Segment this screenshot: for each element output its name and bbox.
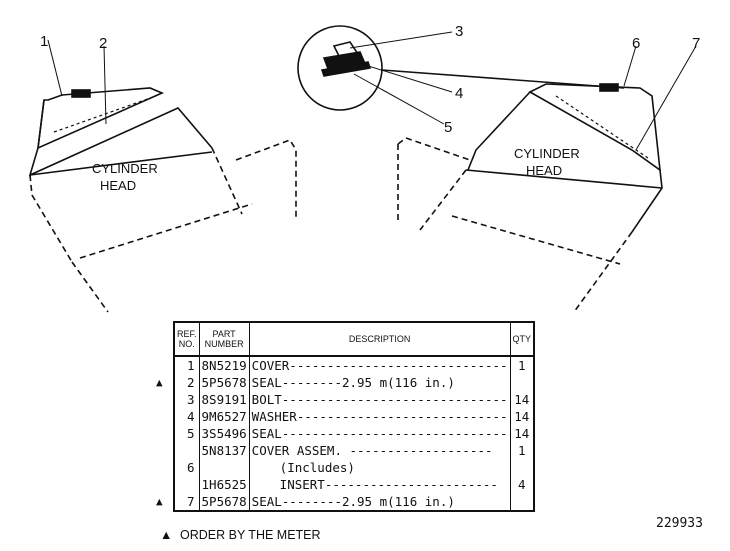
table-row: 4 9M6527 WASHER-------------------------… bbox=[174, 408, 534, 425]
row-qty bbox=[510, 374, 534, 391]
header-part-number: PART NUMBER bbox=[198, 321, 250, 357]
header-description: DESCRIPTION bbox=[248, 321, 511, 357]
row-ref: 5 bbox=[174, 425, 200, 442]
callout-4: 4 bbox=[455, 85, 463, 102]
row-ref: ▲7 bbox=[156, 493, 200, 511]
row-part-number: 5P5678 bbox=[199, 374, 250, 391]
callout-5: 5 bbox=[444, 119, 452, 136]
row-part-number: 8N5219 bbox=[199, 356, 250, 374]
row-qty: 1 bbox=[518, 443, 526, 458]
table-row: 3 8S9191 BOLT---------------------------… bbox=[174, 391, 534, 408]
table-row: ▲2 5P5678 SEAL--------2.95 m(116 in.) bbox=[156, 374, 534, 391]
row-description: SEAL------------------------------ bbox=[249, 425, 511, 442]
row-part-number: 3S5496 bbox=[199, 425, 250, 442]
callout-2: 2 bbox=[99, 35, 107, 52]
row-qty: 14 bbox=[514, 392, 530, 407]
row-qty: 14 bbox=[514, 426, 530, 441]
row-qty: 14 bbox=[514, 409, 530, 424]
row-description: COVER ASSEM. ------------------- bbox=[249, 442, 511, 459]
row-part-number: 5N8137 bbox=[199, 442, 250, 459]
order-by-meter-symbol: ▲ bbox=[160, 528, 173, 542]
table-row: 1 8N5219 COVER--------------------------… bbox=[174, 356, 534, 374]
table-row: ▲7 5P5678 SEAL--------2.95 m(116 in.) bbox=[156, 493, 534, 511]
header-qty: QTY bbox=[509, 321, 535, 357]
row-description: (Includes) bbox=[249, 459, 511, 476]
callout-7: 7 bbox=[692, 35, 700, 52]
callout-3: 3 bbox=[455, 23, 463, 40]
row-ref: 1 bbox=[174, 356, 200, 374]
row-description: SEAL--------2.95 m(116 in.) bbox=[249, 493, 511, 511]
row-qty bbox=[510, 493, 534, 511]
order-by-meter-marker: ▲ bbox=[156, 376, 163, 389]
table-header: REF. NO. PART NUMBER DESCRIPTION QTY bbox=[173, 321, 535, 357]
left-head-label-line2: HEAD bbox=[100, 178, 136, 193]
footnote: ▲ ORDER BY THE METER bbox=[160, 528, 321, 542]
parts-table: REF. NO. PART NUMBER DESCRIPTION QTY 1 8… bbox=[156, 321, 536, 512]
left-valve-cover bbox=[37, 87, 165, 150]
table-row: 6 (Includes) bbox=[174, 459, 534, 476]
detail-circle bbox=[297, 25, 383, 111]
row-description: COVER----------------------------- bbox=[249, 356, 511, 374]
right-head-label-line2: HEAD bbox=[526, 163, 562, 178]
row-part-number: 1H6525 bbox=[199, 476, 250, 493]
table-row: 5N8137 COVER ASSEM. ------------------- … bbox=[174, 442, 534, 459]
drawing-number: 229933 bbox=[656, 516, 703, 531]
callout-6: 6 bbox=[632, 35, 640, 52]
left-head-label-line1: CYLINDER bbox=[92, 161, 158, 176]
row-ref bbox=[174, 442, 200, 459]
right-head-label-line1: CYLINDER bbox=[514, 146, 580, 161]
row-ref: 4 bbox=[174, 408, 200, 425]
exploded-diagram: 1 2 3 4 5 6 7 CYLINDER HEAD CYLINDER HEA… bbox=[28, 23, 700, 313]
right-valve-cover bbox=[528, 83, 661, 172]
row-description: WASHER---------------------------- bbox=[249, 408, 511, 425]
row-ref: 6 bbox=[174, 459, 200, 476]
row-part-number bbox=[199, 459, 250, 476]
right-cylinder-head bbox=[467, 91, 531, 171]
row-qty bbox=[510, 459, 534, 476]
row-description: SEAL--------2.95 m(116 in.) bbox=[249, 374, 511, 391]
row-ref bbox=[174, 476, 200, 493]
row-ref: ▲2 bbox=[156, 374, 200, 391]
row-part-number: 5P5678 bbox=[199, 493, 250, 511]
row-qty: 4 bbox=[518, 477, 526, 492]
footnote-text: ORDER BY THE METER bbox=[180, 528, 321, 542]
row-part-number: 8S9191 bbox=[199, 391, 250, 408]
row-description: INSERT----------------------- bbox=[249, 476, 511, 493]
order-by-meter-marker: ▲ bbox=[156, 495, 163, 508]
row-part-number: 9M6527 bbox=[199, 408, 250, 425]
row-qty: 1 bbox=[518, 358, 526, 373]
row-description: BOLT------------------------------ bbox=[249, 391, 511, 408]
table-row: 1H6525 INSERT----------------------- 4 bbox=[174, 476, 534, 493]
table-row: 5 3S5496 SEAL---------------------------… bbox=[174, 425, 534, 442]
callout-1: 1 bbox=[40, 33, 48, 50]
row-ref: 3 bbox=[174, 391, 200, 408]
header-ref-no: REF. NO. bbox=[173, 321, 200, 357]
